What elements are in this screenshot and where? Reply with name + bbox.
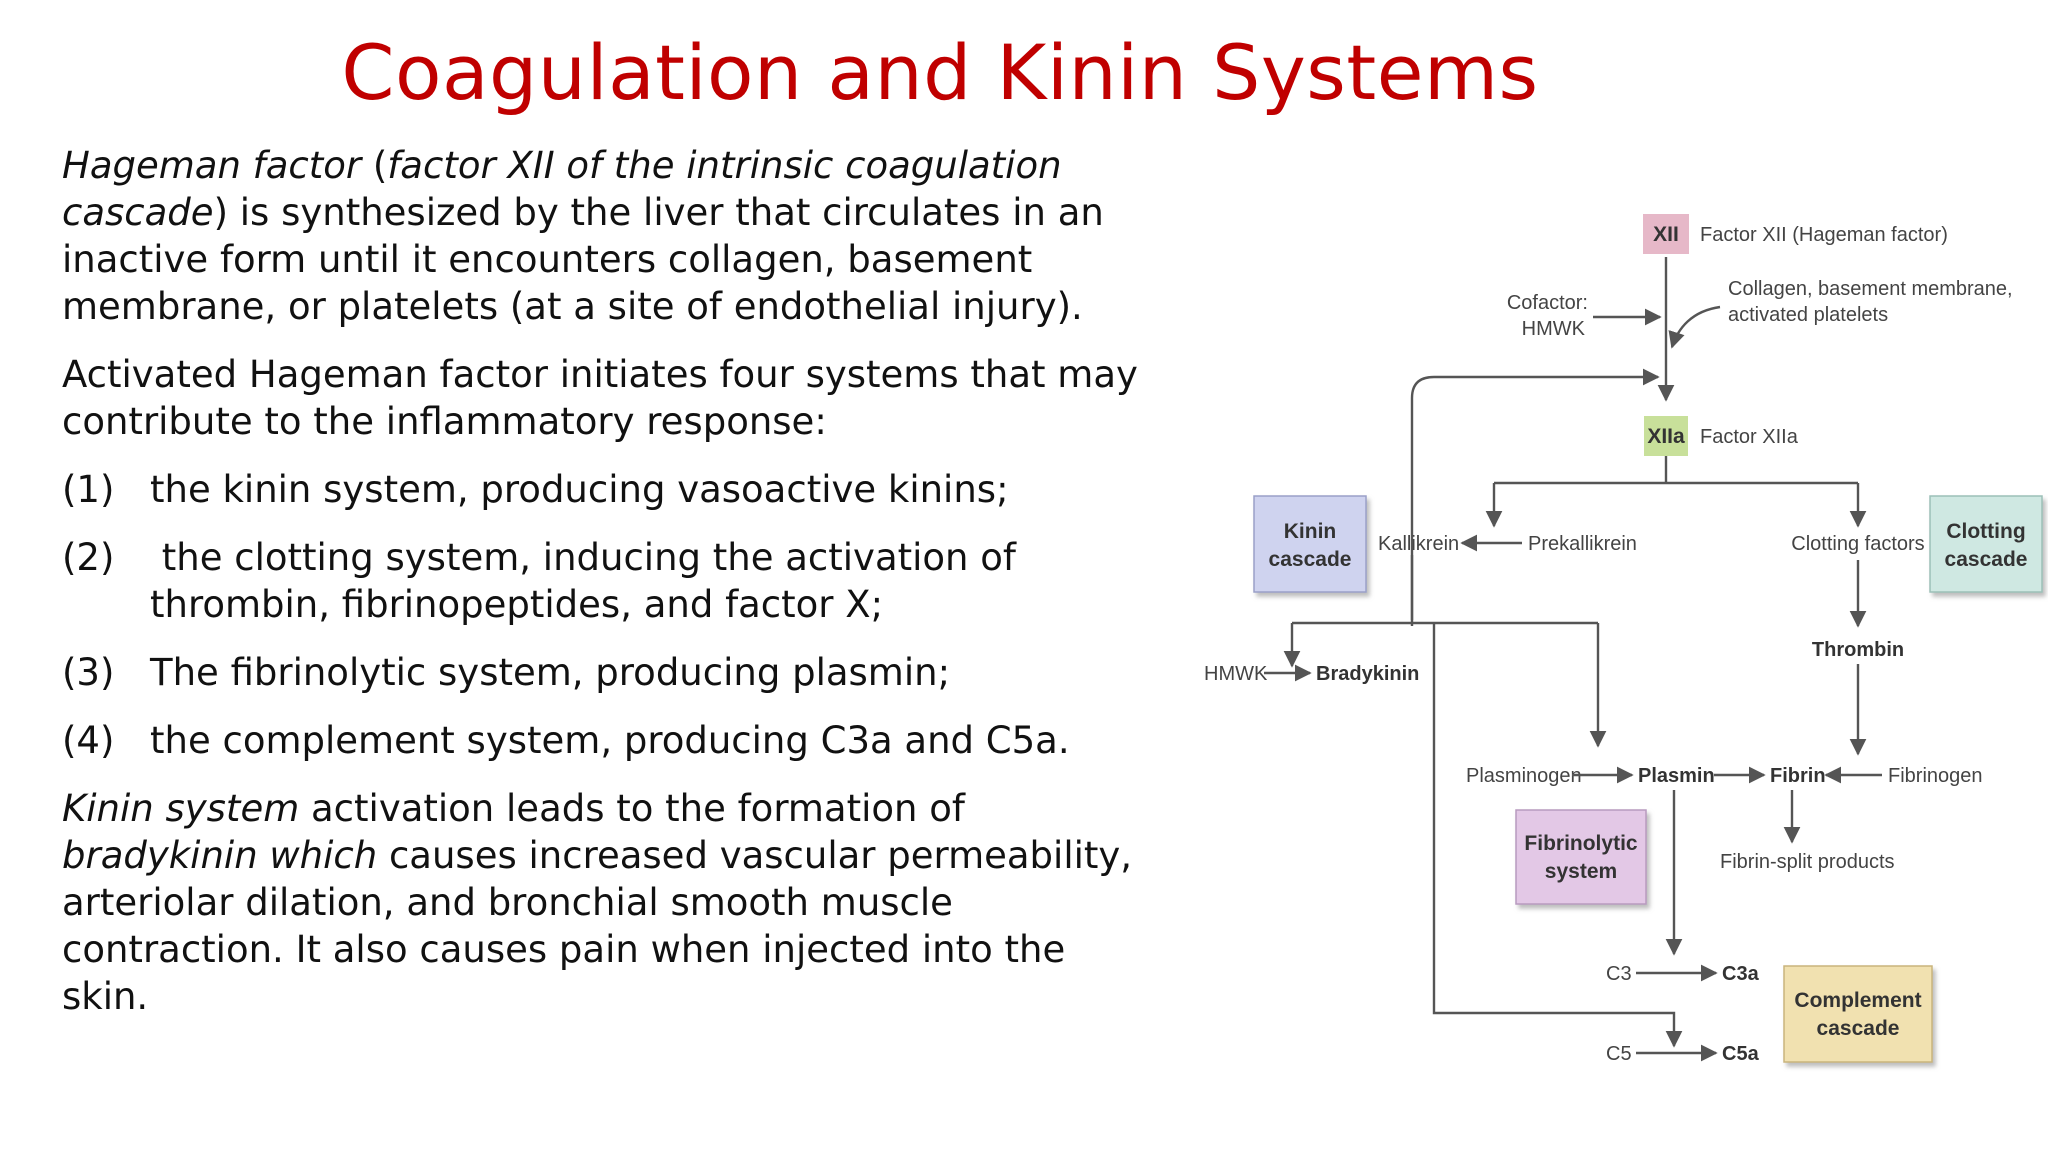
list-number: (4) [62, 719, 115, 762]
prekallikrein-label: Prekallikrein [1528, 533, 1637, 555]
bradykinin-label: Bradykinin [1316, 663, 1419, 685]
kallikrein-label: Kallikrein [1378, 533, 1459, 555]
fibrin-split-label: Fibrin-split products [1720, 851, 1895, 873]
cofactor-label: Cofactor: [1507, 292, 1588, 314]
plasminogen-label: Plasminogen [1466, 765, 1582, 787]
list-text: The fibrinolytic system, producing plasm… [150, 651, 951, 694]
list-item: (2) the clotting system, inducing the ac… [62, 534, 1142, 628]
list-item: (3) The fibrinolytic system, producing p… [62, 649, 1142, 696]
term-hageman-factor: Hageman factor [62, 144, 362, 187]
fibrinolytic-box [1515, 809, 1647, 905]
c3-label: C3 [1606, 963, 1632, 985]
clotting-cascade-box [1929, 495, 2043, 593]
term-bradykinin: bradykinin which [62, 834, 378, 877]
complement-label-2: cascade [1817, 1017, 1900, 1040]
clotting-cascade-label: Clotting [1946, 520, 2025, 543]
complement-box [1783, 965, 1933, 1063]
cofactor-hmwk-label: HMWK [1522, 318, 1586, 340]
clotting-cascade-label-2: cascade [1945, 548, 2028, 571]
fibrin-label: Fibrin [1770, 765, 1826, 787]
collagen-arrow [1668, 305, 1721, 349]
slide-title: Coagulation and Kinin Systems [341, 28, 1539, 117]
coagulation-kinin-diagram: XII Factor XII (Hageman factor) Cofactor… [1160, 130, 2048, 1130]
slide-body: Hageman factor (factor XII of the intrin… [62, 142, 1142, 1041]
list-number: (2) [62, 536, 115, 579]
diagram-svg: XII Factor XII (Hageman factor) Cofactor… [1204, 214, 2043, 1065]
fibrinogen-label: Fibrinogen [1888, 765, 1983, 787]
list-text: the kinin system, producing vasoactive k… [150, 468, 1009, 511]
kinin-cascade-label-2: cascade [1269, 548, 1352, 571]
fibrinolytic-label-2: system [1545, 860, 1617, 883]
xii-badge-label: XII [1653, 223, 1679, 246]
collagen-label: Collagen, basement membrane, [1728, 278, 2013, 300]
clotting-factors-label: Clotting factors [1791, 533, 1924, 555]
list-number: (1) [62, 468, 115, 511]
xiia-badge-label: XIIa [1647, 425, 1685, 448]
term-kinin-system: Kinin system [62, 787, 300, 830]
c3a-label: C3a [1722, 963, 1760, 985]
paragraph-kinin: Kinin system activation leads to the for… [62, 785, 1142, 1020]
thrombin-label: Thrombin [1812, 639, 1904, 661]
activated-platelets-label: activated platelets [1728, 304, 1888, 326]
complement-label: Complement [1794, 989, 1921, 1012]
list-number: (3) [62, 651, 115, 694]
xii-badge [1643, 214, 1689, 254]
kinin-cascade-box [1253, 495, 1367, 593]
kallikrein-feedback-arrow [1410, 368, 1660, 620]
term-factor-xii: factor XII of the intrinsic coagulation … [62, 144, 1062, 234]
kinin-cascade-label: Kinin [1284, 520, 1337, 543]
paragraph-text: causes increased vascular permeability, … [62, 834, 1133, 1018]
paragraph-hageman: Hageman factor (factor XII of the intrin… [62, 142, 1142, 330]
paragraph-text: activation leads to the formation of [299, 787, 965, 830]
list-item: (4) the complement system, producing C3a… [62, 717, 1142, 764]
hmwk-label: HMWK [1204, 663, 1268, 685]
paragraph-text: ) is synthesized by the liver that circu… [62, 191, 1104, 328]
list-item: (1) the kinin system, producing vasoacti… [62, 466, 1142, 513]
c5-label: C5 [1606, 1043, 1632, 1065]
fibrinolytic-label: Fibrinolytic [1524, 832, 1637, 855]
xiia-badge [1644, 416, 1688, 456]
factor-xii-label: Factor XII (Hageman factor) [1700, 224, 1948, 246]
plasmin-label: Plasmin [1638, 765, 1715, 787]
list-text: the clotting system, inducing the activa… [150, 536, 1028, 626]
paragraph-activation: Activated Hageman factor initiates four … [62, 353, 1138, 443]
kallikrein-to-c5-arrow [1432, 623, 1683, 1048]
c5a-label: C5a [1722, 1043, 1760, 1065]
factor-xiia-label: Factor XIIa [1700, 426, 1799, 448]
paragraph-text: ( [361, 144, 388, 187]
list-text: the complement system, producing C3a and… [150, 719, 1070, 762]
